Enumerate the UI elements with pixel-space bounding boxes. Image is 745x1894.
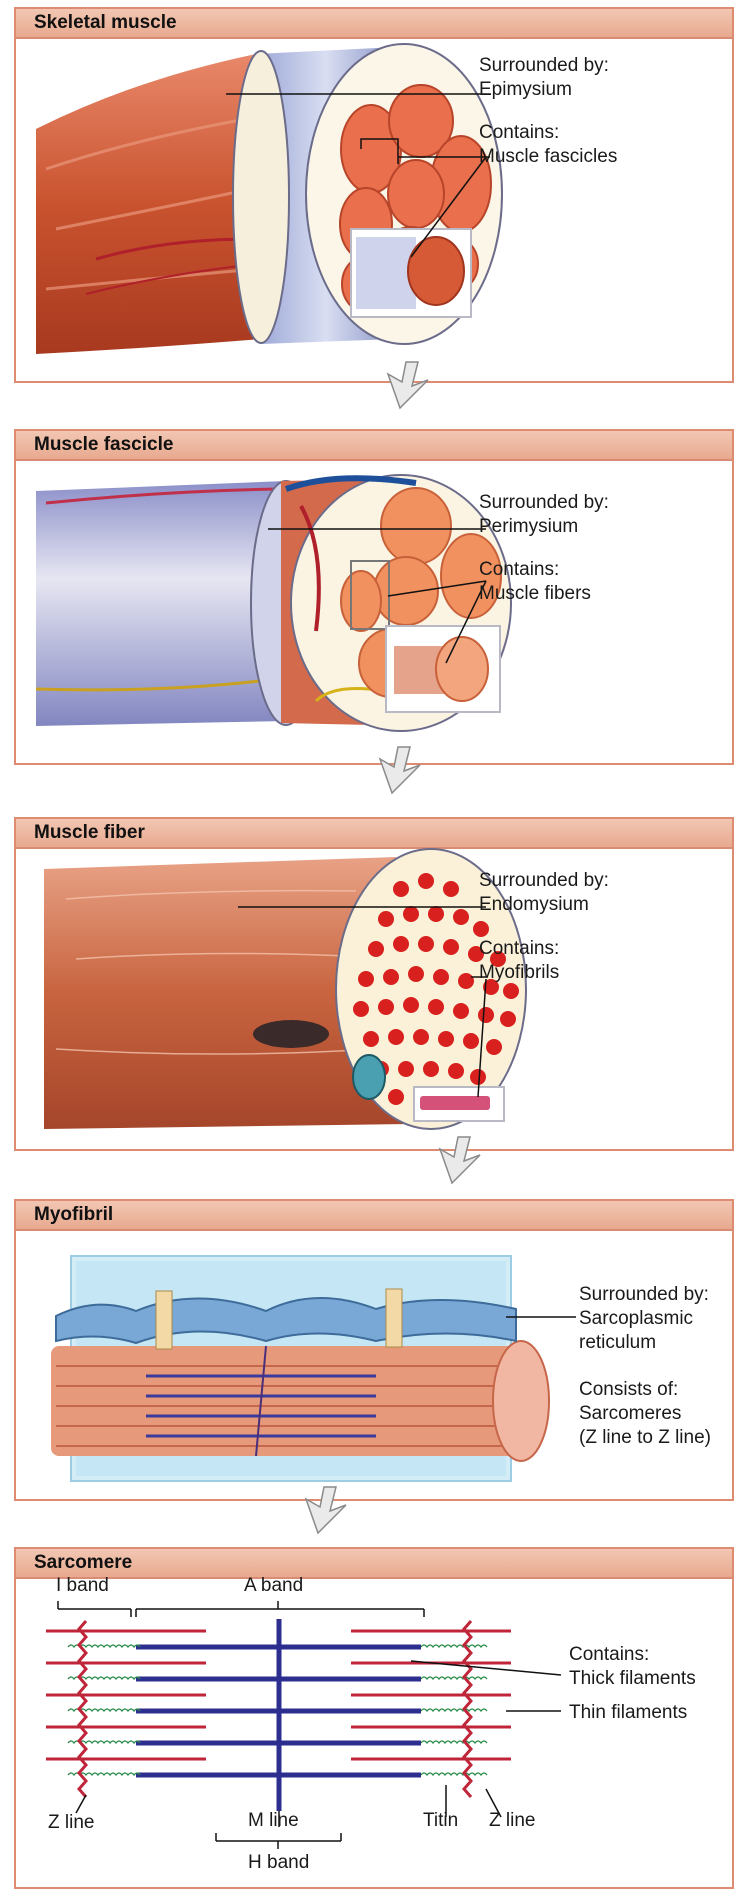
label-contains: Contains: (479, 558, 559, 582)
label-myofibrils: Myofibrils (479, 961, 559, 985)
label-sarcoplasmic: Sarcoplasmic (579, 1307, 693, 1331)
label-endomysium: Endomysium (479, 893, 589, 917)
titin-filament (421, 1709, 487, 1711)
label-z-line-right: Z line (489, 1809, 535, 1833)
label-h-band: H band (248, 1851, 309, 1875)
label-titin: Titin (423, 1809, 458, 1833)
panel-muscle-fiber: Muscle fiber Surrounded by: Endomysium (14, 817, 734, 1151)
label-contains: Contains: (479, 121, 559, 145)
down-arrow-icon (370, 745, 430, 795)
down-arrow-icon (430, 1135, 490, 1185)
down-arrow-icon (378, 360, 438, 410)
label-thin-filaments: Thin filaments (569, 1701, 687, 1725)
label-a-band: A band (244, 1574, 303, 1598)
label-z-line-left: Z line (48, 1811, 94, 1835)
label-m-line: M line (248, 1809, 299, 1833)
label-epimysium: Epimysium (479, 78, 572, 102)
label-perimysium: Perimysium (479, 515, 578, 539)
label-sarcomeres: Sarcomeres (579, 1402, 681, 1426)
down-arrow-icon (296, 1485, 356, 1535)
muscle-fiber-illustration (16, 819, 732, 1149)
muscle-fascicle-illustration (16, 431, 732, 763)
titin-filament (421, 1677, 487, 1679)
panel-muscle-fascicle: Muscle fascicle Surrounded (14, 429, 734, 765)
label-muscle-fibers: Muscle fibers (479, 582, 591, 606)
label-z-line-to-z-line: (Z line to Z line) (579, 1426, 711, 1450)
sarcomere-bundle (51, 1341, 549, 1461)
label-surrounded-by: Surrounded by: (479, 869, 609, 893)
label-surrounded-by: Surrounded by: (479, 54, 609, 78)
label-contains: Contains: (569, 1643, 649, 1667)
panel-sarcomere: Sarcomere I band A band Z line M line H … (14, 1547, 734, 1889)
titin-filament (421, 1773, 487, 1775)
titin-filament (421, 1741, 487, 1743)
label-surrounded-by: Surrounded by: (479, 491, 609, 515)
label-thick-filaments: Thick filaments (569, 1667, 696, 1691)
panel-myofibril: Myofibril Surrounded by: Sarcoplasmic re… (14, 1199, 734, 1501)
label-muscle-fascicles: Muscle fascicles (479, 145, 617, 169)
label-consists-of: Consists of: (579, 1378, 678, 1402)
label-surrounded-by: Surrounded by: (579, 1283, 709, 1307)
panel-skeletal-muscle: Skeletal muscle (14, 7, 734, 383)
label-reticulum: reticulum (579, 1331, 656, 1355)
label-i-band: I band (56, 1574, 109, 1598)
titin-filament (421, 1645, 487, 1647)
label-contains: Contains: (479, 937, 559, 961)
skeletal-muscle-illustration (16, 9, 732, 381)
